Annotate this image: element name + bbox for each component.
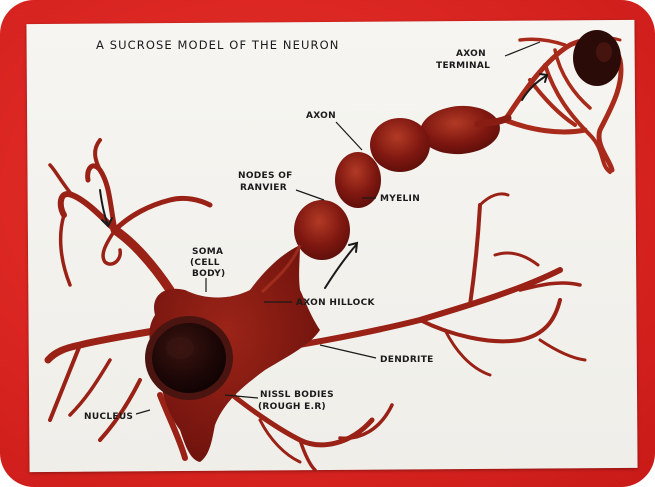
label-nodes-of-ranvier-line2: RANVIER	[240, 183, 287, 193]
label-axon-terminal-line2: TERMINAL	[436, 61, 490, 71]
axon-terminal	[505, 30, 621, 172]
label-soma-line1: SOMA	[192, 247, 223, 257]
label-soma-line2: (CELL	[190, 258, 220, 268]
label-nissl-bodies-line2: (ROUGH E.R)	[258, 402, 326, 412]
label-soma-line3: BODY)	[192, 269, 225, 279]
label-myelin: MYELIN	[380, 194, 420, 204]
label-dendrite: DENDRITE	[380, 355, 434, 365]
page-title: A SUCROSE MODEL OF THE NEURON	[96, 38, 339, 52]
label-nucleus: NUCLEUS	[84, 412, 133, 422]
label-axon-terminal-line1: AXON	[456, 49, 486, 59]
terminal-bulb	[573, 30, 621, 86]
label-nodes-of-ranvier-line1: NODES OF	[238, 171, 293, 181]
label-axon: AXON	[306, 111, 336, 121]
label-axon-hillock: AXON HILLOCK	[296, 298, 375, 308]
label-nissl-bodies-line1: NISSL BODIES	[260, 390, 334, 400]
nucleus	[145, 316, 233, 400]
